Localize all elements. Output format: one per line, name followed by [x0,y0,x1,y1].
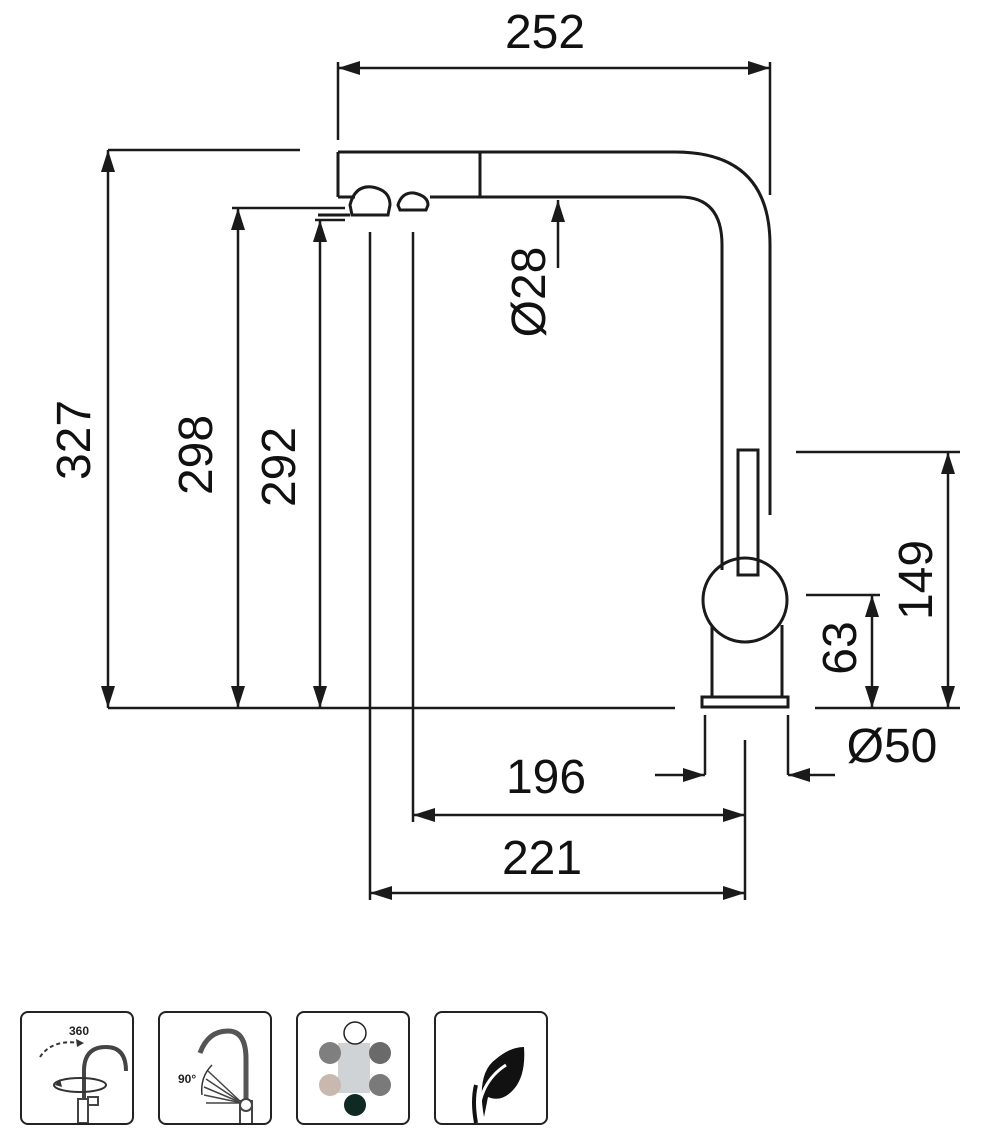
swivel-360-icon: 360 [20,1011,134,1125]
dimension-lines [101,61,955,900]
dim-reach-outer: 221 [502,832,582,885]
dim-body-height: 63 [814,621,867,674]
dim-overall-width: 252 [505,6,585,59]
dim-spout-height-outer: 298 [170,415,223,495]
dim-overall-height: 327 [48,400,101,480]
faucet-outline [318,150,790,709]
dim-base-diameter: Ø50 [847,720,938,773]
dim-lever-height: 149 [890,540,943,620]
swivel-angle-label: 360 [69,1024,89,1038]
dim-reach-inner: 196 [506,751,586,804]
dim-spout-height-inner: 292 [253,427,306,507]
lever-angle-label: 90° [178,1072,196,1086]
finish-colors-icon [296,1011,410,1125]
faucet-technical-drawing: 252 327 298 292 Ø28 149 63 Ø50 196 221 [48,6,960,900]
lever-90-icon: 90° [158,1011,272,1125]
eco-leaf-icon [434,1011,548,1125]
extension-lines [108,62,960,900]
dim-spout-diameter: Ø28 [503,247,556,338]
